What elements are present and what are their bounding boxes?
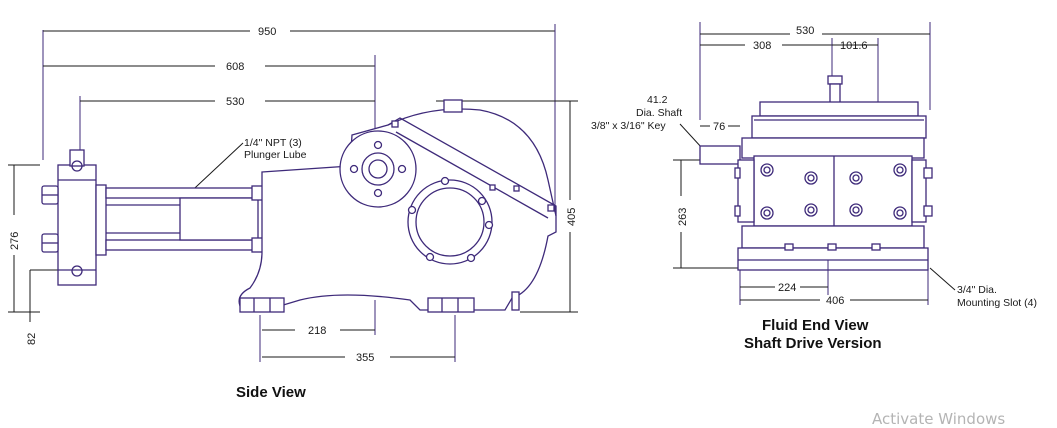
end-view-caption-line1: Fluid End View [762,317,869,334]
dim-950: 950 [258,26,276,38]
fluid-end-manifold [753,155,913,227]
dim-276: 276 [9,232,21,250]
base-frame [737,247,929,271]
dim-218: 218 [308,325,326,337]
end-dim-101-6: 101.6 [840,40,868,52]
activation-watermark: Activate Windows [872,410,1006,428]
end-dim-76: 76 [713,121,725,133]
slot-note-line1: 3/4" Dia. [957,284,997,296]
slot-note-line2: Mounting Slot (4) [957,297,1037,309]
dim-355: 355 [356,352,374,364]
end-dim-406: 406 [826,295,844,307]
bearing-cover [407,179,493,265]
shaft-note-line3: 3/8" x 3/16" Key [591,120,666,132]
dim-608: 608 [226,61,244,73]
shaft-note-line2: Dia. Shaft [636,107,682,119]
housing-top [759,101,919,117]
shaft-flange [339,130,417,208]
fluid-end-view: 530 308 101.6 41.2 Dia. Shaft 3/8" x 3/1… [591,22,1037,352]
end-dim-263: 263 [677,208,689,226]
side-view-caption: Side View [236,384,306,401]
foot-left [239,297,285,313]
dim-530: 530 [226,96,244,108]
side-view: 950 608 530 405 276 82 218 355 [8,24,578,401]
dim-82: 82 [26,333,38,345]
end-view-caption-line2: Shaft Drive Version [744,335,882,352]
plunger-lube-note-line1: 1/4" NPT (3) [244,137,302,149]
end-dim-530: 530 [796,25,814,37]
dim-405: 405 [566,208,578,226]
drive-shaft [699,145,741,165]
fluid-end-block [57,164,97,286]
foot-right [427,297,475,313]
end-dim-308: 308 [753,40,771,52]
shaft-note-line1: 41.2 [647,94,668,106]
end-dim-224: 224 [778,282,796,294]
plunger-lube-note-line2: Plunger Lube [244,149,307,161]
